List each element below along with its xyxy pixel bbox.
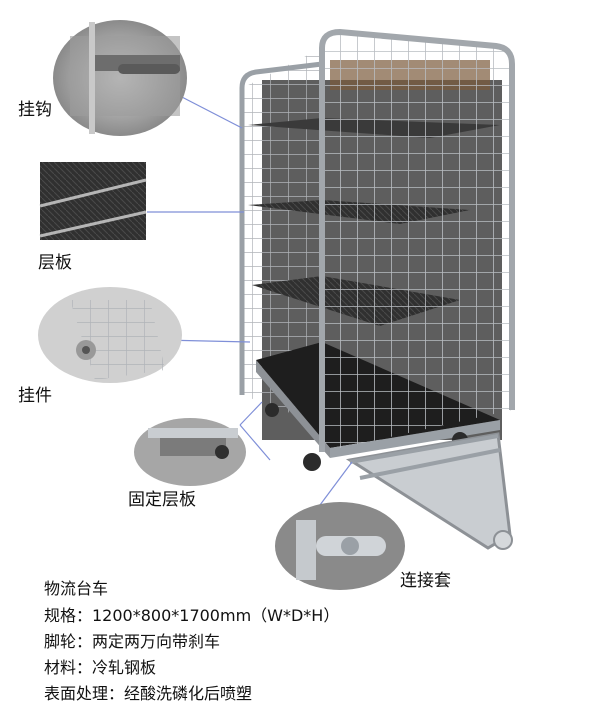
base-front xyxy=(330,420,500,458)
callout-shelf: 层板 xyxy=(38,253,72,273)
tow-ring xyxy=(493,530,513,550)
connector-detail-photo xyxy=(275,502,405,590)
shelf-detail-photo xyxy=(39,162,147,240)
hook-detail-photo xyxy=(53,20,187,136)
cage-trolley xyxy=(239,28,515,550)
wheel-rear-left xyxy=(265,403,279,417)
callout-hanger: 挂件 xyxy=(18,386,52,406)
callout-connector: 连接套 xyxy=(400,571,451,591)
base-side xyxy=(256,360,330,458)
left-mesh-panel xyxy=(242,48,322,425)
front-panel-frame xyxy=(319,28,515,452)
spec-wheels: 脚轮：两定两万向带刹车 xyxy=(44,632,221,651)
hanger-detail-photo xyxy=(38,287,182,383)
front-mesh-panel xyxy=(322,32,512,452)
spec-title: 物流台车 xyxy=(44,579,109,598)
callout-fixed-shelf: 固定层板 xyxy=(128,490,196,510)
spec-material: 材料：冷轧钢板 xyxy=(44,658,157,677)
spec-surface: 表面处理：经酸洗磷化后喷塑 xyxy=(44,684,253,703)
spec-size: 规格：1200*800*1700mm（W*D*H） xyxy=(44,606,340,625)
fixed-shelf-detail-photo xyxy=(134,418,246,486)
callout-hook: 挂钩 xyxy=(18,100,52,120)
left-panel-frame xyxy=(239,61,323,89)
wheel-front-left xyxy=(303,453,321,471)
